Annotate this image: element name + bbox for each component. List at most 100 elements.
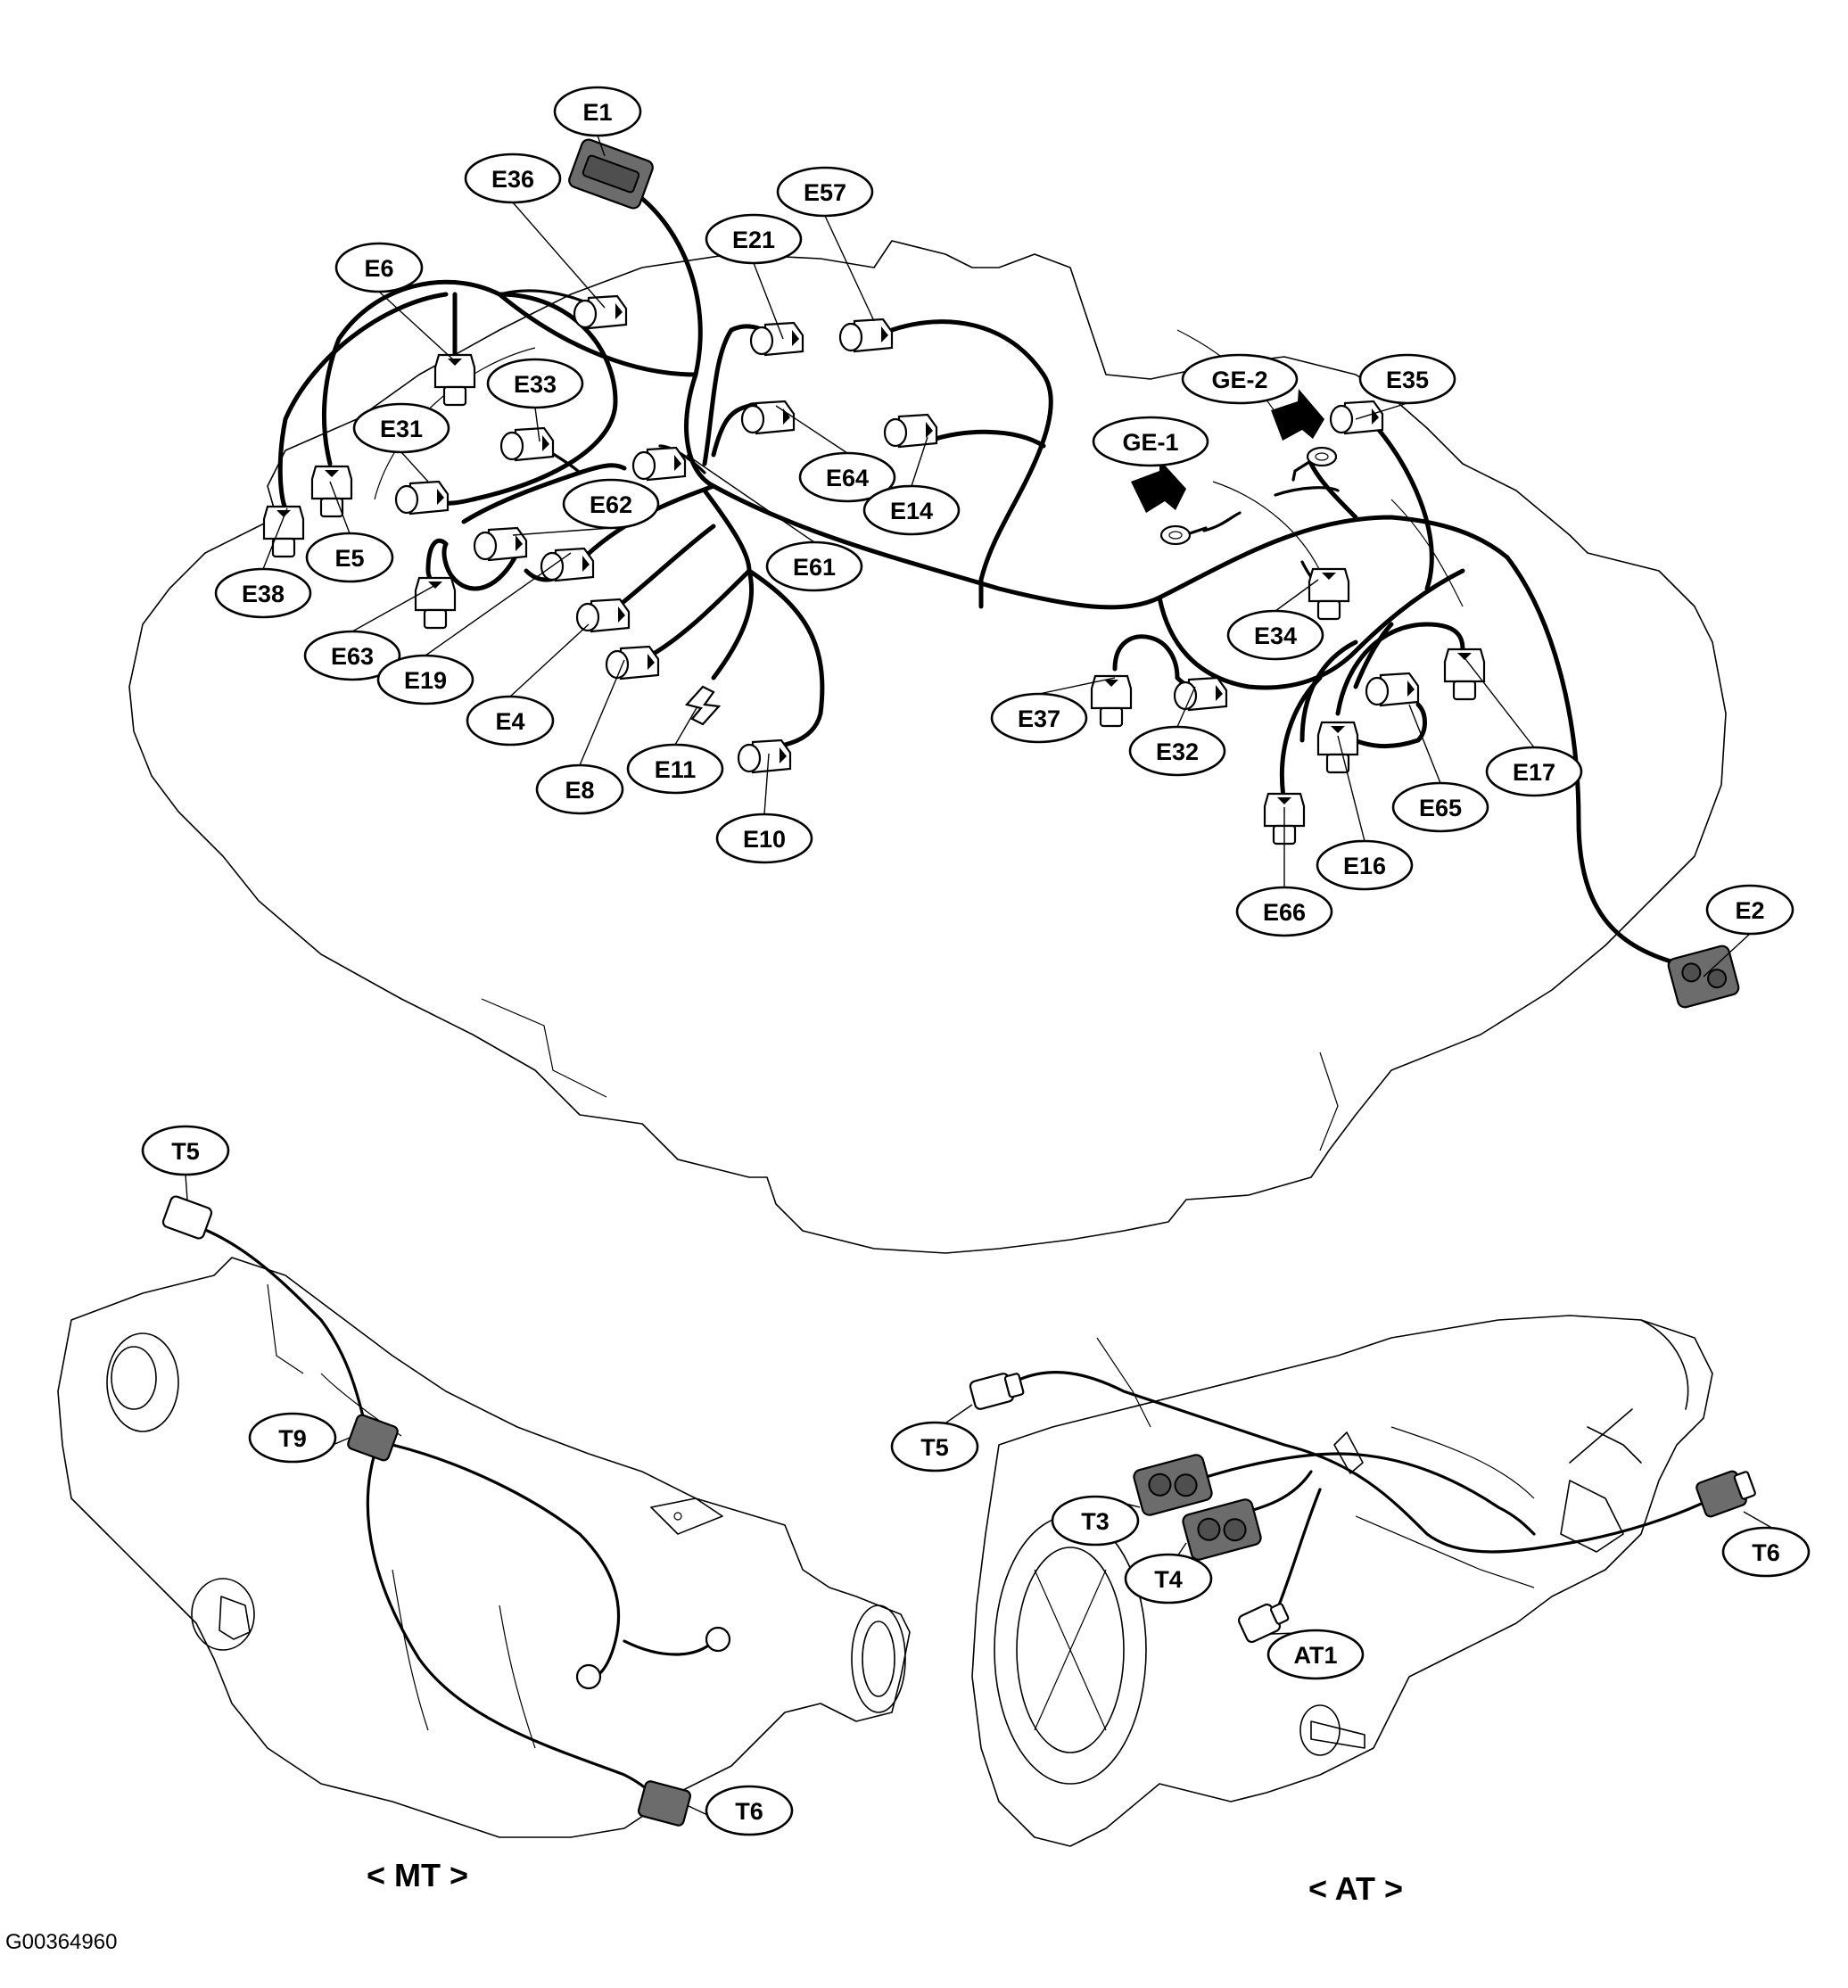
caption-at: < AT > [1308, 1870, 1403, 1907]
connector-E6 [433, 353, 476, 407]
svg-text:T5: T5 [920, 1434, 949, 1461]
svg-text:E31: E31 [380, 416, 423, 442]
engine-label-e63: E63 [303, 630, 401, 681]
connector-E19 [540, 547, 595, 582]
mt-label-t5: T5 [141, 1125, 230, 1176]
ground-terminal-GE-1 [1159, 524, 1208, 546]
connector-E64 [740, 400, 796, 435]
engine-label-ge-1: GE-1 [1092, 416, 1209, 467]
engine-label-e8: E8 [535, 763, 624, 815]
engine-label-e35: E35 [1358, 353, 1456, 405]
mt-transmission-outline [57, 1257, 911, 1838]
engine-label-e31: E31 [352, 402, 450, 454]
svg-text:E21: E21 [732, 227, 775, 253]
engine-label-e61: E61 [765, 540, 863, 592]
mt-harness-wires [202, 1227, 731, 1799]
at-label-at1: AT1 [1266, 1629, 1365, 1680]
connector-E38 [262, 505, 305, 558]
connector-E34 [1308, 567, 1350, 621]
caption-mt: < MT > [367, 1857, 468, 1893]
engine-label-e34: E34 [1226, 609, 1324, 661]
svg-text:E2: E2 [1735, 897, 1764, 924]
svg-text:T9: T9 [278, 1425, 307, 1452]
svg-text:GE-1: GE-1 [1122, 429, 1178, 456]
at-harness-wires [1015, 1371, 1714, 1616]
svg-text:E19: E19 [404, 667, 447, 694]
connector-E17 [1443, 648, 1486, 701]
connector-E33 [499, 426, 555, 462]
engine-label-ge-2: GE-2 [1181, 353, 1299, 405]
svg-text:E38: E38 [242, 581, 285, 607]
engine-label-e62: E62 [562, 478, 660, 530]
engine-label-e64: E64 [798, 451, 896, 503]
svg-text:E64: E64 [826, 465, 869, 491]
connector-AT-T4 [1182, 1498, 1262, 1561]
svg-text:E16: E16 [1343, 853, 1386, 879]
svg-text:E6: E6 [364, 255, 393, 282]
connector-AT-AT1 [1237, 1603, 1290, 1644]
connector-E1 [568, 138, 654, 210]
connector-E14 [883, 413, 938, 449]
at-transmission-outline [971, 1315, 1713, 1847]
ground-terminal-GE-2 [1291, 446, 1338, 482]
connector-E37 [1090, 674, 1133, 728]
svg-text:E8: E8 [565, 777, 594, 804]
connector-E4 [575, 598, 631, 633]
svg-text:AT1: AT1 [1293, 1642, 1337, 1669]
connector-E8 [605, 645, 660, 681]
mt-label-t6: T6 [705, 1785, 794, 1836]
engine-label-e5: E5 [305, 532, 394, 583]
svg-text:T6: T6 [1752, 1539, 1780, 1566]
at-label-t4: T4 [1124, 1553, 1213, 1604]
engine-label-e21: E21 [705, 213, 803, 265]
connector-E57 [838, 318, 894, 353]
at-label-t6: T6 [1721, 1526, 1811, 1578]
engine-label-e10: E10 [715, 813, 813, 864]
arrow-GE-2 [1271, 389, 1324, 441]
engine-label-e1: E1 [553, 86, 642, 137]
svg-text:GE-2: GE-2 [1211, 367, 1267, 393]
svg-text:E1: E1 [582, 99, 612, 126]
engine-label-e32: E32 [1128, 725, 1226, 777]
engine-outline [128, 240, 1727, 1254]
engine-label-e57: E57 [776, 166, 874, 218]
connector-E61 [631, 446, 687, 482]
svg-text:E61: E61 [793, 554, 836, 581]
connector-E35 [1329, 400, 1384, 435]
svg-text:E34: E34 [1254, 623, 1297, 649]
svg-text:E65: E65 [1419, 795, 1462, 821]
svg-text:E35: E35 [1386, 367, 1429, 393]
svg-text:T5: T5 [171, 1138, 200, 1165]
engine-label-e19: E19 [376, 654, 474, 705]
svg-text:E14: E14 [890, 498, 933, 524]
svg-text:E57: E57 [804, 179, 846, 206]
svg-text:E37: E37 [1018, 705, 1060, 732]
svg-text:T3: T3 [1081, 1508, 1110, 1535]
svg-text:E32: E32 [1156, 738, 1199, 765]
svg-text:E62: E62 [590, 491, 632, 518]
engine-label-e16: E16 [1316, 839, 1414, 891]
mt-label-t9: T9 [248, 1412, 337, 1464]
connector-E65 [1365, 672, 1420, 707]
engine-label-e14: E14 [862, 484, 961, 536]
connector-MT-T6 [637, 1780, 692, 1827]
svg-text:E5: E5 [334, 545, 364, 572]
svg-text:E36: E36 [491, 166, 534, 193]
engine-harness-wires [277, 189, 1679, 966]
connector-E63 [414, 576, 457, 630]
engine-label-e2: E2 [1705, 884, 1794, 936]
svg-text:E33: E33 [514, 371, 557, 398]
at-connectors [969, 1373, 1756, 1644]
svg-text:E10: E10 [743, 826, 786, 853]
connector-E62 [473, 526, 528, 562]
engine-label-e36: E36 [464, 153, 562, 204]
engine-label-e4: E4 [466, 695, 555, 747]
svg-text:E63: E63 [331, 643, 374, 670]
engine-connectors [262, 138, 1740, 1009]
at-label-t3: T3 [1051, 1495, 1140, 1547]
connector-E10 [737, 738, 792, 774]
svg-text:T4: T4 [1154, 1566, 1183, 1593]
connector-E16 [1316, 721, 1359, 774]
